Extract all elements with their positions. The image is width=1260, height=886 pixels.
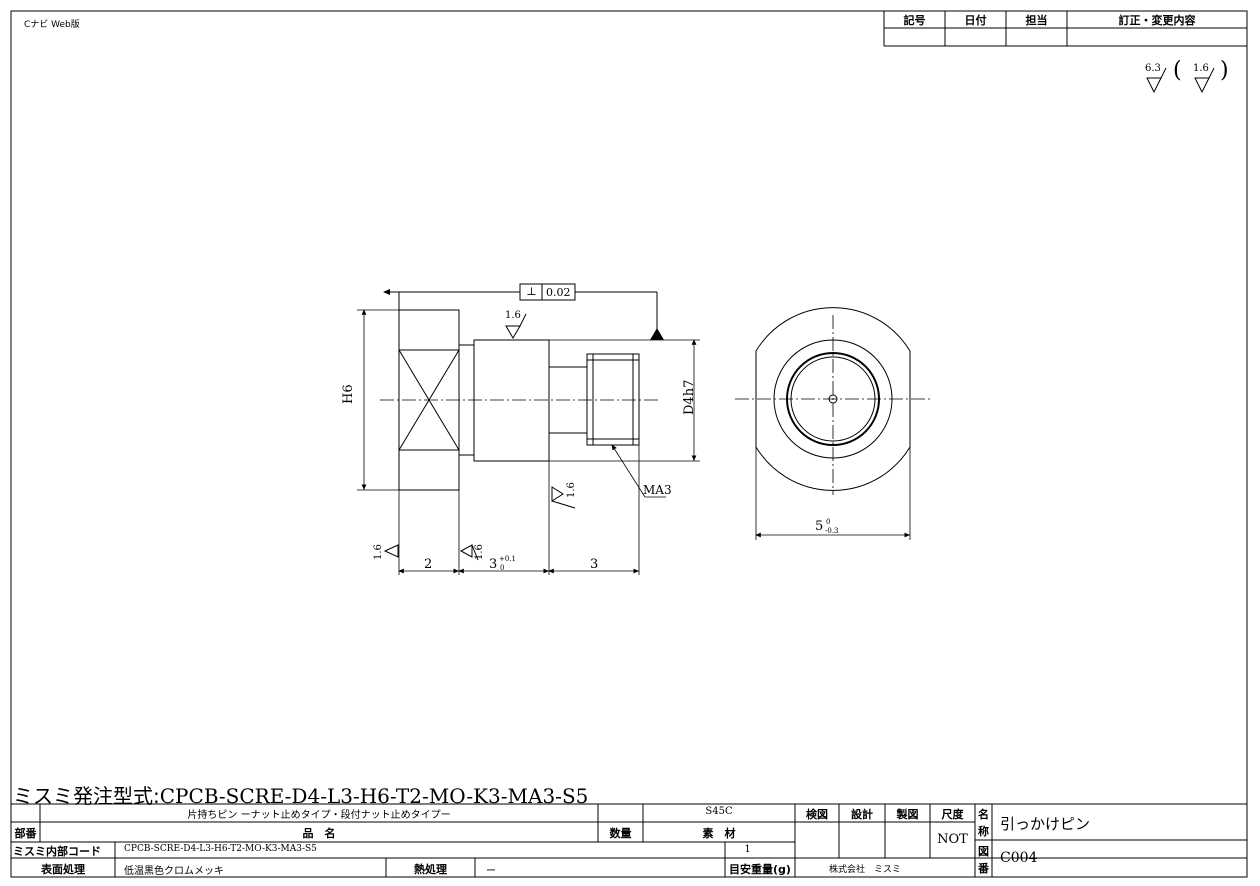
roughness-close-paren: ) — [1220, 58, 1229, 83]
quantity-label: 数量 — [609, 827, 632, 840]
order-model-code: CPCB-SCRE-D4-L3-H6-T2-MO-K3-MA3-S5 — [159, 784, 589, 808]
dim-ma3-label: MA3 — [643, 483, 672, 497]
company-name: 株式会社 ミスミ — [829, 865, 902, 875]
roughness-mark-neck: 1.6 — [474, 544, 485, 560]
heat-label: 熱処理 — [414, 863, 447, 876]
roughness-other-value: 1.6 — [1193, 63, 1209, 74]
surface-value: 低温黒色クロムメッキ — [124, 866, 224, 877]
inspection-label: 検図 — [806, 808, 828, 821]
revision-header-mark: 記号 — [903, 14, 926, 27]
drawing-no-label-2: 番 — [978, 862, 989, 875]
scale-label: 尺度 — [941, 808, 964, 821]
surface-label: 表面処理 — [41, 863, 85, 876]
product-name-text: 片持ちピン ーナット止めタイプ・段付ナット止めタイプー — [187, 810, 451, 821]
scale-value: NOT — [937, 832, 968, 847]
part-title: 引っかけピン — [1000, 815, 1091, 833]
revision-header-person: 担当 — [1025, 14, 1048, 27]
roughness-mark-lower: 1.6 — [566, 482, 577, 498]
dim-width-5-lower-tol: -0.3 — [825, 527, 839, 535]
revision-header-date: 日付 — [964, 14, 987, 27]
surface-roughness-symbols — [1146, 67, 1215, 94]
roughness-open-paren: ( — [1173, 58, 1182, 83]
roughness-mark-head: 1.6 — [373, 544, 384, 560]
drawing-no-label-1: 図 — [978, 845, 989, 858]
sheet-border — [10, 10, 1248, 878]
dim-h6-label: H6 — [341, 384, 356, 404]
dim-width-5-upper-tol: 0 — [826, 518, 831, 526]
roughness-general-value: 6.3 — [1145, 63, 1161, 74]
side-centerlines — [735, 315, 933, 495]
dim-lengths — [398, 445, 640, 575]
dim-len-3a-upper-tol: +0.1 — [499, 555, 516, 563]
roughness-mark-shaft: 1.6 — [505, 310, 521, 321]
dim-h6 — [357, 309, 399, 491]
dim-len-2: 2 — [424, 557, 433, 572]
datum-triangle — [650, 328, 664, 340]
drawing-number: C004 — [1000, 850, 1038, 866]
perpendicularity-symbol: ⊥ — [526, 285, 537, 298]
internal-code-label: ミスミ内部コード — [13, 845, 101, 858]
front-roughness-marks — [383, 313, 576, 561]
heat-value: ー — [486, 866, 496, 877]
material-label: 素 材 — [702, 827, 736, 840]
name-label-2: 称 — [978, 825, 989, 838]
dim-len-3b: 3 — [590, 557, 599, 572]
internal-code-value: CPCB-SCRE-D4-L3-H6-T2-MO-K3-MA3-S5 — [124, 844, 317, 854]
name-label-1: 名 — [978, 808, 989, 821]
material-value: S45C — [705, 806, 733, 817]
weight-label: 目安重量(g) — [729, 863, 791, 876]
dim-d4h7 — [549, 339, 700, 462]
revision-table-lines — [883, 11, 1247, 47]
dim-len-3a-lower-tol: 0 — [500, 564, 505, 572]
order-model-label: ミスミ発注型式: — [13, 784, 160, 808]
drafting-label: 製図 — [896, 808, 919, 821]
dim-ma3-leader — [611, 444, 666, 498]
revision-header-changes: 訂正・変更内容 — [1118, 14, 1196, 27]
dim-width-5 — [755, 447, 911, 540]
order-model: ミスミ発注型式:CPCB-SCRE-D4-L3-H6-T2-MO-K3-MA3-… — [13, 780, 588, 809]
dim-len-3a: 3 — [489, 557, 498, 572]
app-label: Cナビ Web版 — [24, 20, 80, 30]
perpendicularity-value: 0.02 — [546, 286, 571, 299]
design-label: 設計 — [851, 808, 873, 821]
product-name-label: 品 名 — [302, 827, 336, 840]
quantity-value: 1 — [744, 844, 751, 855]
datum-leader — [383, 283, 658, 330]
part-no-label: 部番 — [14, 827, 37, 840]
dim-d4h7-label: D4h7 — [682, 379, 697, 415]
dim-width-5: 5 — [815, 519, 824, 534]
title-block-lines — [10, 803, 1247, 877]
